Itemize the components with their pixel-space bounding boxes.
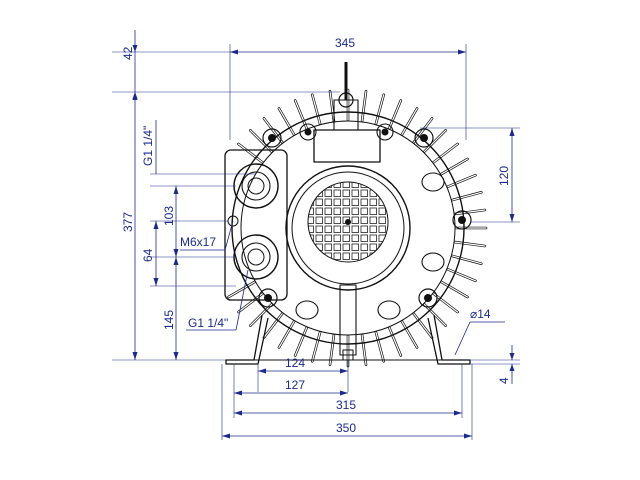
dim-4-text: 4	[497, 377, 511, 384]
dim-145: 145	[162, 257, 179, 360]
cooling-fin-highlight	[227, 281, 256, 298]
dim-127-text: 127	[285, 378, 305, 392]
dim-64-text: 64	[141, 248, 155, 262]
shaft-center	[345, 219, 351, 225]
terminal-box	[313, 129, 381, 163]
dim-64: 64	[141, 220, 236, 287]
cooling-fin-highlight	[294, 327, 308, 357]
cooling-fin-highlight	[361, 90, 367, 122]
dim-124: 124	[257, 356, 349, 392]
valve-knob	[338, 92, 354, 108]
dia14-text: ⌀14	[470, 307, 491, 321]
cooling-fin-highlight	[375, 94, 385, 125]
housing-inner	[240, 120, 456, 336]
dim-m6x17: M6x17	[180, 220, 234, 251]
dim-42: 42	[112, 30, 340, 99]
cooling-fin-highlight	[433, 143, 459, 163]
port-lower	[233, 234, 279, 280]
cooling-fin-highlight	[413, 313, 433, 339]
cooling-fin-highlight	[423, 129, 447, 153]
dim-350-text: 350	[336, 421, 356, 435]
dim-315: 315	[234, 364, 463, 418]
cooling-fin-highlight	[454, 209, 486, 215]
cooling-fin-highlight	[433, 293, 459, 313]
port-block	[224, 149, 288, 301]
cooling-fin-highlight	[278, 107, 295, 136]
thread-lower-text: G1 1/4"	[188, 316, 228, 330]
cooling-fin-highlight	[237, 143, 263, 163]
cooling-fin-highlight	[249, 303, 273, 327]
cooling-fin-highlight	[440, 281, 469, 298]
dim-145-text: 145	[162, 310, 176, 330]
dim-377: 377	[112, 92, 226, 361]
cooling-fin-highlight	[388, 99, 402, 129]
dim-103: 103	[150, 185, 236, 258]
port-lower-bore	[247, 248, 265, 266]
cooling-fin-highlight	[375, 331, 385, 362]
cooling-fin-highlight	[311, 94, 321, 125]
foot-left	[225, 314, 269, 365]
dim-124-text: 124	[285, 356, 305, 370]
cooling-fin-highlight	[249, 129, 273, 153]
dim-thread-lower: G1 1/4"	[186, 269, 249, 331]
cooling-fin-highlight	[388, 327, 402, 357]
dim-42-text: 42	[121, 46, 135, 60]
blower-body	[224, 62, 488, 368]
cooling-fin-highlight	[447, 174, 477, 188]
housing-outer	[231, 111, 465, 345]
ring-pads	[295, 172, 445, 320]
dim-4: 4	[470, 345, 520, 384]
cooling-fin-highlight	[440, 158, 469, 175]
cooling-fin-highlight	[423, 303, 447, 327]
cooling-fin-highlight	[278, 320, 295, 349]
dim-377-text: 377	[121, 212, 135, 232]
dim-dia14: ⌀14	[454, 307, 505, 356]
dim-thread-upper: G1 1/4"	[141, 120, 256, 175]
motor-head-inner	[291, 171, 405, 285]
dim-103-text: 103	[162, 206, 176, 226]
cooling-fin-highlight	[401, 107, 418, 136]
thread-upper-text: G1 1/4"	[141, 126, 155, 166]
cooling-fin-highlight	[454, 241, 486, 247]
bolt-bosses	[258, 123, 472, 308]
cooling-fin-highlight	[451, 191, 482, 201]
cooling-fin-highlight	[413, 117, 433, 143]
drain-neck	[339, 284, 357, 356]
port-upper-bore	[247, 177, 265, 195]
dim-315-text: 315	[336, 398, 356, 412]
cooling-fin-highlight	[329, 90, 335, 122]
foot-right	[427, 314, 471, 365]
cooling-fin-highlight	[263, 117, 283, 143]
cooling-fin-highlight	[237, 293, 263, 313]
dim-350: 350	[221, 364, 473, 440]
valve-stem	[333, 99, 359, 131]
cooling-fin-highlight	[451, 255, 482, 265]
port-lower-inner	[241, 242, 271, 272]
dim-120-text: 120	[497, 166, 511, 186]
dim-345-text: 345	[335, 36, 355, 50]
dim-127: 127	[233, 364, 348, 418]
port-upper-inner	[241, 171, 271, 201]
cooling-fin-highlight	[401, 320, 418, 349]
cooling-fin-highlight	[447, 268, 477, 282]
dim-120: 120	[420, 127, 520, 223]
cooling-fin-highlight	[294, 99, 308, 129]
cooling-fin-highlight	[311, 331, 321, 362]
motor-head	[285, 165, 411, 291]
m6x17-text: M6x17	[180, 235, 216, 249]
cooling-fin-highlight	[263, 313, 283, 339]
dim-345: 345	[229, 36, 467, 140]
